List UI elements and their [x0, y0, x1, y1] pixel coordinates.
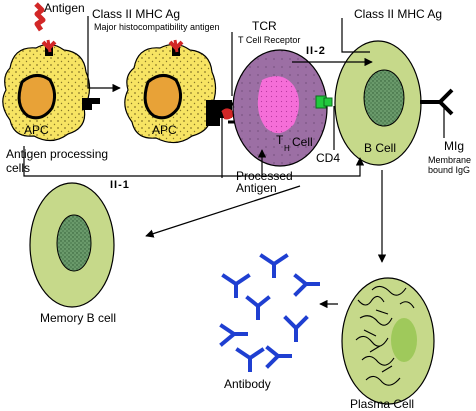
processed-antigen-label-2: Antigen	[236, 181, 277, 195]
apc-1-label: APC	[24, 123, 49, 137]
cd4-connector	[315, 95, 333, 109]
antigen-processing-label-1: Antigen processing	[6, 147, 109, 161]
membrane-bound-label-2: bound IgG	[428, 165, 471, 175]
b-cell	[334, 40, 454, 166]
apc-2-label: APC	[152, 123, 177, 137]
mhc-full-label: Major histocompatibility antigen	[94, 22, 220, 32]
il1-label: II-1	[110, 179, 130, 191]
t-cell-subscript: H	[284, 144, 290, 153]
mig-label: MIg	[444, 139, 465, 153]
memory-b-cell	[29, 182, 115, 308]
class2-mhc-right-label: Class II MHC Ag	[354, 7, 443, 21]
t-helper-cell	[232, 49, 328, 167]
apc-cell-1	[2, 39, 100, 142]
t-cell-word: Cell	[292, 135, 313, 149]
membrane-bound-label-1: Membrane	[428, 155, 472, 165]
plasma-cell	[341, 277, 435, 405]
class2-mhc-left-label: Class II MHC Ag	[92, 7, 181, 21]
antigen-processing-label-2: cells	[6, 161, 31, 175]
b-cell-label: B Cell	[364, 141, 397, 155]
plasma-cell-label: Plasma Cell	[350, 397, 415, 411]
processed-antigen-label-1: Processed	[236, 169, 293, 183]
arrows	[23, 16, 445, 309]
antibody-group	[219, 253, 320, 372]
cd4-label: CD4	[316, 151, 341, 165]
antigen-label: Antigen	[44, 1, 85, 15]
tcr-label: TCR	[252, 19, 277, 33]
memory-b-cell-label: Memory B cell	[40, 311, 117, 325]
antibody-label: Antibody	[224, 377, 271, 391]
il2-label: II-2	[306, 45, 326, 57]
tcr-full-label: T Cell Receptor	[238, 35, 301, 45]
free-antigen-icon	[34, 2, 46, 32]
apc-cell-2	[124, 39, 240, 144]
t-cell-letter: T	[276, 133, 284, 147]
